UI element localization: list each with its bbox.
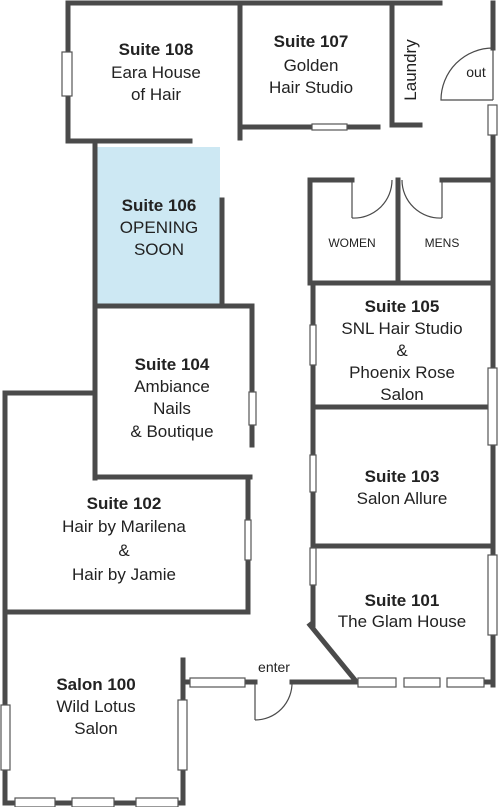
suite-106-title: Suite 106 [122, 196, 197, 215]
suite-102-line-2: & [118, 541, 130, 560]
suite-107-line-1: Golden [284, 56, 339, 75]
suite-102: Suite 102 Hair by Marilena & Hair by Jam… [62, 494, 186, 584]
women-restroom-label: WOMEN [328, 236, 375, 250]
suite-101-line-1: The Glam House [338, 612, 467, 631]
suite-103: Suite 103 Salon Allure [357, 467, 448, 508]
suite-101-title: Suite 101 [365, 591, 440, 610]
suite-104-line-1: Ambiance [134, 377, 210, 396]
suite-102-line-3: Hair by Jamie [72, 565, 176, 584]
suite-107-title: Suite 107 [274, 32, 349, 51]
windows [0, 51, 498, 807]
suite-106-highlight [96, 147, 220, 304]
suite-104-line-2: Nails [153, 399, 191, 418]
suite-104-line-3: & Boutique [130, 422, 213, 441]
salon-100-line-1: Wild Lotus [56, 697, 135, 716]
suite-108: Suite 108 Eara House of Hair [111, 40, 201, 104]
doors [254, 47, 494, 721]
suite-104-title: Suite 104 [135, 355, 210, 374]
suite-105-line-4: Salon [380, 385, 423, 404]
suite-106-line-2: SOON [134, 240, 184, 259]
suite-103-line-1: Salon Allure [357, 489, 448, 508]
suite-108-line-1: Eara House [111, 63, 201, 82]
suite-103-title: Suite 103 [365, 467, 440, 486]
suite-106-line-1: OPENING [120, 218, 198, 237]
salon-100-title: Salon 100 [56, 675, 135, 694]
suite-105-line-2: & [396, 341, 408, 360]
salon-100-line-2: Salon [74, 719, 117, 738]
suite-108-title: Suite 108 [119, 40, 194, 59]
suite-101: Suite 101 The Glam House [338, 591, 467, 631]
suite-108-line-2: of Hair [131, 85, 181, 104]
suite-105-line-1: SNL Hair Studio [341, 319, 462, 338]
salon-100: Salon 100 Wild Lotus Salon [56, 675, 135, 738]
suite-104: Suite 104 Ambiance Nails & Boutique [130, 355, 213, 441]
out-label: out [466, 64, 486, 80]
suite-102-title: Suite 102 [87, 494, 162, 513]
suite-107: Suite 107 Golden Hair Studio [269, 32, 353, 97]
laundry-label: Laundry [401, 39, 420, 101]
enter-label: enter [258, 659, 290, 675]
mens-restroom-label: MENS [425, 236, 460, 250]
suite-105: Suite 105 SNL Hair Studio & Phoenix Rose… [341, 297, 462, 404]
suite-107-line-2: Hair Studio [269, 78, 353, 97]
suite-102-line-1: Hair by Marilena [62, 517, 186, 536]
suite-106: Suite 106 OPENING SOON [120, 196, 198, 259]
suite-105-line-3: Phoenix Rose [349, 363, 455, 382]
suite-105-title: Suite 105 [365, 297, 440, 316]
